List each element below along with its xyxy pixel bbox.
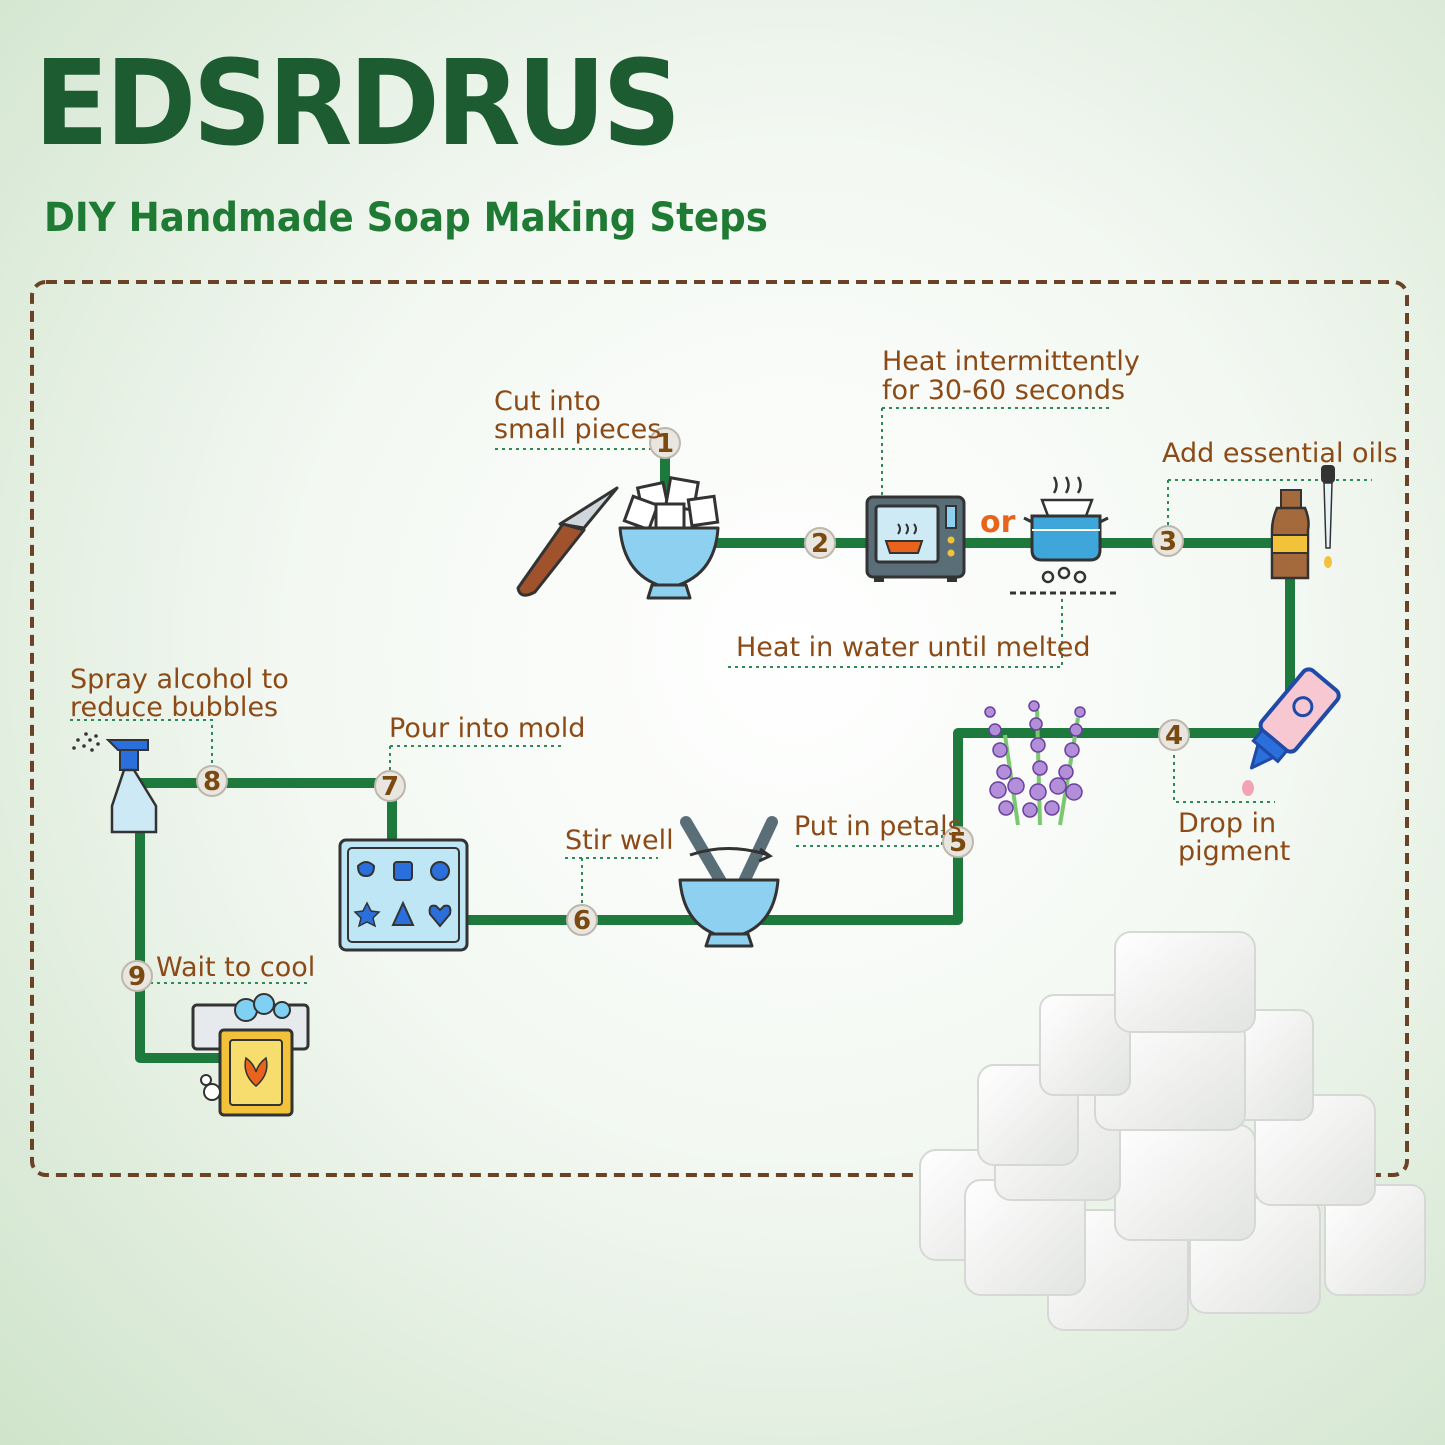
step-2-label-line-1: Heat intermittently xyxy=(882,346,1140,377)
step-badge-7: 7 xyxy=(374,770,406,802)
step-badge-8: 8 xyxy=(196,765,228,797)
step-badge-5: 5 xyxy=(942,826,974,858)
step-1-label-line-2: small pieces xyxy=(494,414,661,445)
spray-bottle-icon xyxy=(72,732,158,834)
step-badge-6: 6 xyxy=(566,904,598,936)
step-badge-2: 2 xyxy=(804,527,836,559)
soap-mold-icon xyxy=(338,838,469,952)
essential-oil-bottle-icon xyxy=(1270,465,1335,580)
svg-text:5: 5 xyxy=(949,828,967,858)
step-2-label-line-2: for 30-60 seconds xyxy=(882,375,1125,406)
svg-text:7: 7 xyxy=(381,772,399,802)
step-badge-3: 3 xyxy=(1152,525,1184,557)
step-badge-9: 9 xyxy=(121,960,153,992)
step-8-label-line-1: Spray alcohol to xyxy=(70,664,289,695)
step-4-label-line-1: Drop in xyxy=(1178,808,1276,839)
svg-text:3: 3 xyxy=(1159,527,1177,557)
step-1-label-line-1: Cut into xyxy=(494,386,601,417)
step-5-label: Put in petals xyxy=(794,811,962,842)
double-boiler-icon xyxy=(1010,476,1120,595)
svg-text:8: 8 xyxy=(203,767,221,797)
brand-title: EDSRDRUS xyxy=(34,34,681,172)
step-8-label-line-2: reduce bubbles xyxy=(70,692,278,723)
svg-text:9: 9 xyxy=(128,962,146,992)
step-7-label: Pour into mold xyxy=(389,713,585,744)
pigment-bottle-icon xyxy=(1242,667,1341,796)
finished-soap-icon xyxy=(191,993,310,1117)
knife-and-soap-bowl-icon xyxy=(516,476,720,600)
step-9-label: Wait to cool xyxy=(156,952,315,983)
leader-lines xyxy=(70,407,1372,984)
svg-text:2: 2 xyxy=(811,529,829,559)
stirring-bowl-icon xyxy=(678,816,780,948)
step-4-label-line-2: pigment xyxy=(1178,836,1290,867)
soap-base-cubes-icon xyxy=(919,931,1426,1331)
svg-text:1: 1 xyxy=(656,429,674,459)
step-6-label: Stir well xyxy=(565,825,674,856)
alt-method-label: Heat in water until melted xyxy=(736,632,1090,663)
step-badge-4: 4 xyxy=(1158,719,1190,751)
svg-text:4: 4 xyxy=(1165,721,1183,751)
page-subtitle: DIY Handmade Soap Making Steps xyxy=(44,195,768,241)
microwave-icon xyxy=(865,495,966,582)
dashed-frame xyxy=(30,280,1409,1177)
step-3-label: Add essential oils xyxy=(1162,438,1398,469)
or-label: or xyxy=(980,505,1016,540)
svg-text:6: 6 xyxy=(573,906,591,936)
step-badge-1: 1 xyxy=(649,427,681,459)
lavender-icon xyxy=(984,700,1086,826)
